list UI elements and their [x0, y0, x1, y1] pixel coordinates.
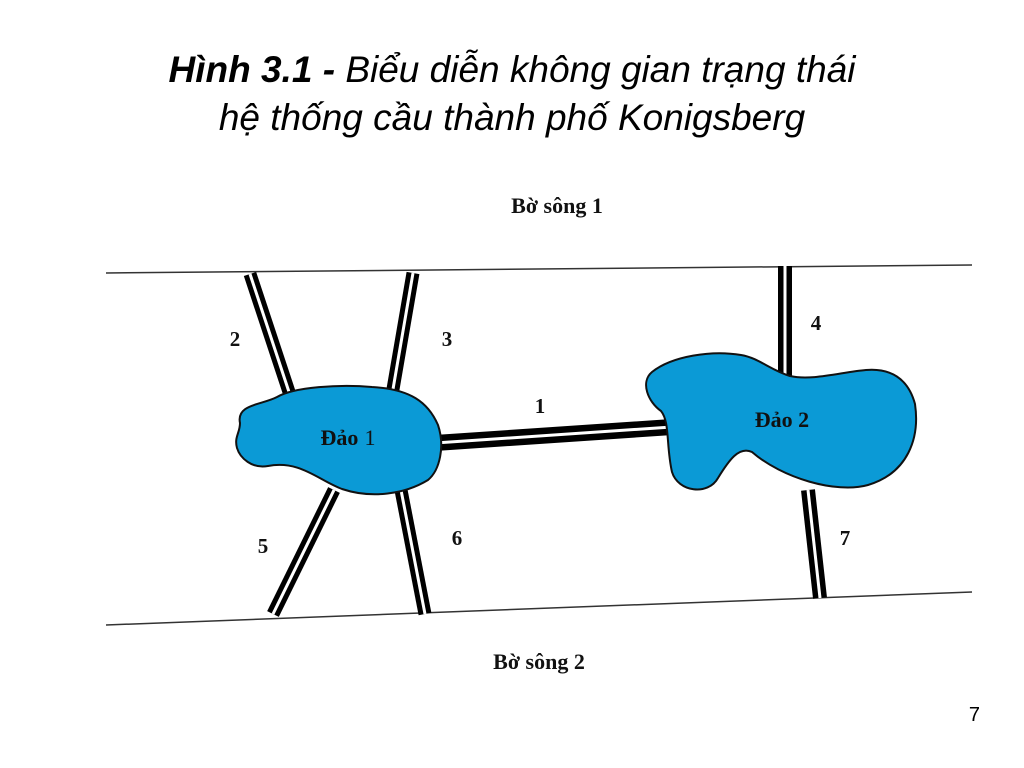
island-1-label-word: Đảo — [321, 425, 359, 450]
island-2-label: Đảo 2 — [755, 407, 809, 432]
title-text-1: Biểu diễn không gian trạng thái — [345, 49, 856, 90]
river-bank-bottom-line — [105, 591, 973, 626]
bridge-2-shape — [243, 271, 297, 398]
bridge-5-shape — [267, 487, 340, 617]
figure-number: Hình 3.1 - — [168, 49, 336, 90]
bridge-6-shape — [394, 488, 432, 616]
bank-top-label: Bờ sông 1 — [511, 193, 603, 218]
bridge-3-shape — [385, 271, 420, 397]
bridge-7-label: 7 — [840, 526, 851, 550]
bridge-3-label: 3 — [442, 327, 453, 351]
island-1-label-number: 1 — [364, 425, 375, 450]
bridge-1-shape — [434, 419, 673, 451]
river-bank-top-line — [105, 264, 973, 274]
bank-bottom-label: Bờ sông 2 — [493, 649, 585, 674]
island-2-shape — [645, 352, 917, 491]
bridge-4-label: 4 — [811, 311, 822, 335]
bridge-2-label: 2 — [230, 327, 241, 351]
page-number: 7 — [968, 704, 980, 726]
slide-title: Hình 3.1 - Biểu diễn không gian trạng th… — [0, 46, 1024, 142]
title-line-2: hệ thống cầu thành phố Konigsberg — [218, 97, 806, 138]
bridge-6-label: 6 — [452, 526, 463, 550]
island-1-shape — [235, 384, 443, 496]
bridge-1-label: 1 — [535, 394, 546, 418]
bridge-7-shape — [801, 489, 827, 599]
bridge-5-label: 5 — [258, 534, 269, 558]
title-line-1: Hình 3.1 - Biểu diễn không gian trạng th… — [0, 46, 1024, 94]
